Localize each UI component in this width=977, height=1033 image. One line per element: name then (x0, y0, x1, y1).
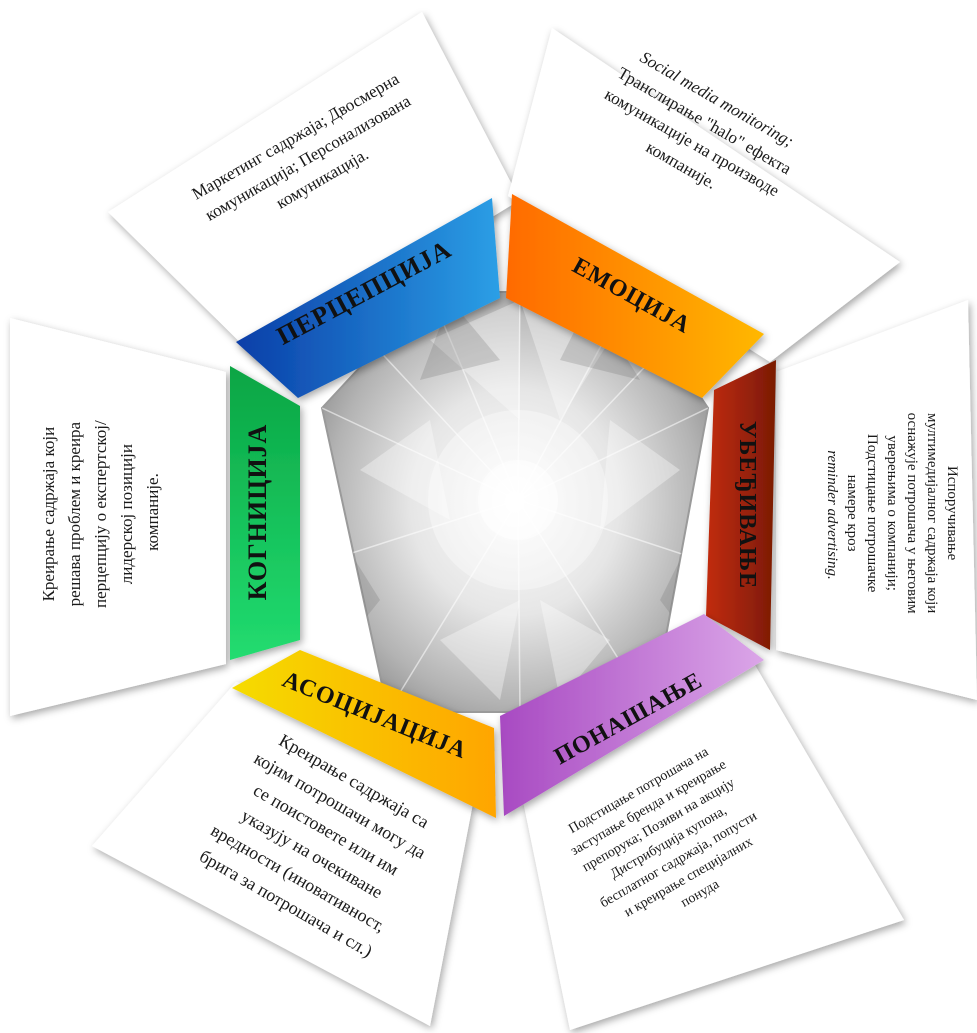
persuasion-line: оснажује потрошача у његовим (904, 413, 920, 614)
card-perception (108, 12, 520, 360)
label-cognition: КОГНИЦИЈА (243, 424, 272, 601)
cognition-line: решава проблем и креира (65, 421, 84, 606)
cognition-line: компаније. (143, 473, 162, 551)
card-persuasion (776, 300, 977, 700)
text-cognition: Креирање садржаја који решава проблем и … (39, 416, 162, 608)
cognition-line: перцепцију о експертској/ (91, 420, 110, 608)
card-emotion (508, 28, 900, 362)
card-association (92, 682, 486, 1026)
persuasion-line: Подстицање потрошачке (864, 434, 880, 593)
band-persuasion (706, 360, 776, 650)
band-cognition (230, 366, 300, 660)
persuasion-italic-line: reminder advertising. (824, 450, 840, 579)
label-persuasion: УБЕЂИВАЊЕ (734, 421, 760, 589)
persuasion-line: намере кроз (844, 475, 860, 552)
band-perception (236, 198, 500, 398)
cognition-line: Креирање садржаја који (39, 427, 58, 602)
band-emotion (506, 194, 764, 398)
persuasion-line: мултимедијалног садржаја који (924, 413, 940, 613)
band-association (232, 650, 496, 818)
svg-text:Испоручивање мултимедија: Испоручивање мултимедијалног садржаја ко… (824, 413, 960, 618)
cognition-line: лидерској позицији (117, 444, 136, 584)
band-behavior (500, 614, 764, 816)
persuasion-line: уверењима о компанији; (884, 435, 900, 591)
svg-text:Креирање садржаја који р: Креирање садржаја који решава проблем и … (39, 416, 162, 608)
card-cognition (10, 318, 226, 716)
persuasion-line: Испоручивање (944, 466, 960, 561)
text-persuasion: Испоручивање мултимедијалног садржаја ко… (824, 413, 960, 618)
